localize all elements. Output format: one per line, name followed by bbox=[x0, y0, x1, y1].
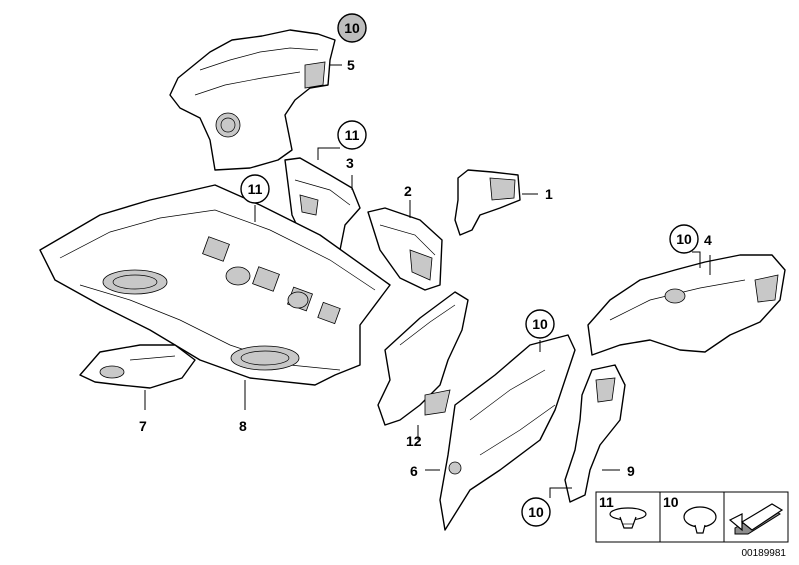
reference-number: 00189981 bbox=[742, 548, 787, 559]
legend: 11 10 bbox=[595, 491, 789, 543]
grommet-icon bbox=[683, 506, 717, 534]
callout-10-text: 10 bbox=[344, 20, 360, 36]
part-7-insulation bbox=[79, 344, 196, 389]
label-1: 1 bbox=[545, 186, 553, 202]
clip-icon bbox=[609, 507, 647, 529]
part-8-floor-mat bbox=[39, 184, 391, 386]
callout-10-mid: 10 bbox=[525, 309, 555, 339]
callout-11-text: 11 bbox=[248, 181, 263, 197]
part-12-insulation bbox=[377, 291, 469, 426]
callout-10-bottom: 10 bbox=[521, 497, 551, 527]
legend-10-label: 10 bbox=[663, 494, 679, 510]
label-4: 4 bbox=[704, 232, 712, 248]
label-3: 3 bbox=[346, 155, 354, 171]
callout-10-text: 10 bbox=[532, 316, 548, 332]
label-5: 5 bbox=[347, 57, 355, 73]
callout-10-text: 10 bbox=[528, 504, 544, 520]
legend-11-label: 11 bbox=[599, 494, 614, 510]
callout-11-upper: 11 bbox=[337, 120, 367, 150]
callout-10-text: 10 bbox=[676, 231, 692, 247]
part-5-insulation bbox=[169, 29, 336, 171]
label-7: 7 bbox=[139, 418, 147, 434]
part-1-insulation bbox=[454, 169, 521, 236]
direction-arrow-icon bbox=[728, 503, 784, 535]
label-8: 8 bbox=[239, 418, 247, 434]
callout-11-text: 11 bbox=[345, 127, 360, 143]
part-4-insulation bbox=[587, 254, 786, 356]
label-9: 9 bbox=[627, 463, 635, 479]
label-6: 6 bbox=[410, 463, 418, 479]
part-9-insulation bbox=[564, 364, 626, 503]
callout-11-floor: 11 bbox=[240, 174, 270, 204]
part-2-insulation bbox=[367, 207, 443, 291]
leader-lines bbox=[144, 64, 711, 498]
callout-10-highlighted: 10 bbox=[337, 13, 367, 43]
callout-10-right: 10 bbox=[669, 224, 699, 254]
part-6-insulation bbox=[439, 334, 576, 531]
label-12: 12 bbox=[406, 433, 422, 449]
label-2: 2 bbox=[404, 183, 412, 199]
